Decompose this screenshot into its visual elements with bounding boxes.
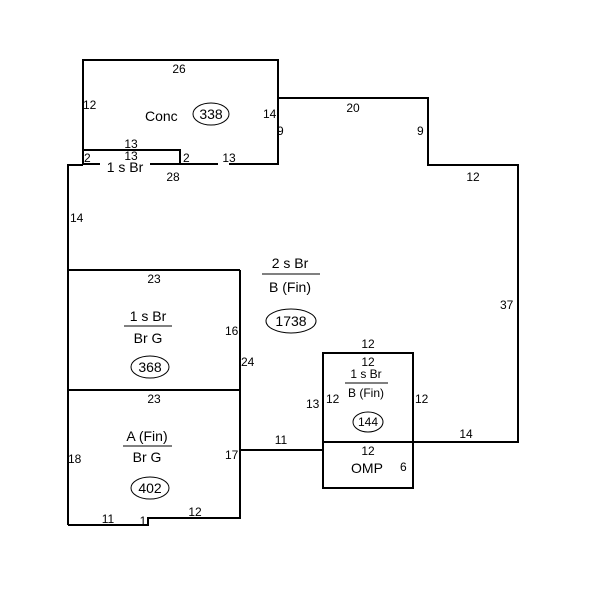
dim: 13 bbox=[124, 137, 138, 151]
dim: 14 bbox=[263, 107, 277, 121]
dim: 14 bbox=[70, 211, 84, 225]
dim: 23 bbox=[147, 272, 161, 286]
dim: 24 bbox=[241, 355, 255, 369]
dim: 2 bbox=[183, 151, 190, 165]
dim: 9 bbox=[277, 124, 284, 138]
dim: 17 bbox=[225, 448, 239, 462]
dim: 1 bbox=[140, 514, 147, 528]
garage-lower-area: 402 bbox=[138, 480, 162, 496]
garage-upper-bottom: Br G bbox=[134, 330, 163, 346]
dim: 26 bbox=[172, 62, 186, 76]
small-porch-label: 1 s Br bbox=[107, 159, 144, 175]
dim: 12 bbox=[326, 392, 340, 406]
area-labels: Conc 338 1 s Br 2 s Br B (Fin) 1738 1 s … bbox=[107, 102, 388, 500]
dim: 13 bbox=[306, 397, 320, 411]
dim: 14 bbox=[459, 427, 473, 441]
addition-area: 144 bbox=[358, 415, 378, 429]
garage-upper-area: 368 bbox=[138, 359, 162, 375]
dim: 11 bbox=[275, 433, 288, 447]
dim: 12 bbox=[361, 355, 375, 369]
garage-upper-top: 1 s Br bbox=[130, 308, 167, 324]
dim: 12 bbox=[361, 337, 375, 351]
dim: 9 bbox=[417, 124, 424, 138]
dim: 12 bbox=[83, 98, 97, 112]
dim: 13 bbox=[222, 151, 236, 165]
dim: 6 bbox=[400, 460, 407, 474]
dim: 18 bbox=[68, 452, 82, 466]
dim: 37 bbox=[500, 298, 514, 312]
addition-bottom: B (Fin) bbox=[348, 386, 384, 400]
outlines bbox=[67, 59, 519, 526]
conc-area: 338 bbox=[199, 106, 223, 122]
dim: 20 bbox=[346, 101, 360, 115]
dim: 11 bbox=[102, 512, 115, 526]
garage-lower-top: A (Fin) bbox=[126, 428, 167, 444]
dim: 12 bbox=[466, 170, 480, 184]
addition-top: 1 s Br bbox=[350, 367, 381, 381]
garage-lower-bottom: Br G bbox=[133, 449, 162, 465]
dim: 12 bbox=[361, 444, 375, 458]
dim: 12 bbox=[415, 392, 429, 406]
dim: 12 bbox=[188, 505, 202, 519]
main-area: 1738 bbox=[275, 313, 306, 329]
dim: 16 bbox=[225, 324, 239, 338]
main-top-label: 2 s Br bbox=[272, 255, 309, 271]
dimension-labels: 26 12 14 9 13 13 2 2 13 28 20 9 12 14 37… bbox=[68, 62, 514, 528]
dim: 2 bbox=[84, 151, 91, 165]
main-bottom-label: B (Fin) bbox=[269, 279, 311, 295]
dim: 28 bbox=[166, 170, 180, 184]
omp-label: OMP bbox=[351, 460, 383, 476]
dim: 23 bbox=[147, 392, 161, 406]
conc-label: Conc bbox=[145, 108, 178, 124]
dim: 13 bbox=[124, 149, 138, 163]
